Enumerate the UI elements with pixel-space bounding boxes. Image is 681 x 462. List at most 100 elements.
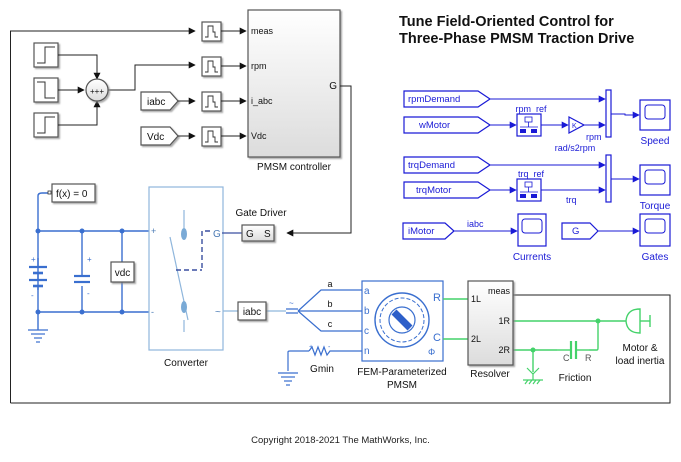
step-wires bbox=[58, 54, 196, 126]
resolver-label: Resolver bbox=[470, 369, 510, 380]
scope-gates-label: Gates bbox=[642, 252, 669, 263]
controller-port-vdc: Vdc bbox=[251, 131, 267, 141]
rpm-signal-label: rpm bbox=[586, 132, 602, 142]
scope-speed-label: Speed bbox=[641, 136, 670, 147]
rt-to-controller-wires bbox=[221, 27, 247, 140]
sum-block[interactable]: +++ bbox=[85, 78, 109, 102]
rate-transition-meas bbox=[201, 21, 222, 42]
ground-icon-dc bbox=[28, 329, 48, 343]
mech-junction-dots bbox=[530, 318, 601, 353]
gate-driver-label: Gate Driver bbox=[235, 208, 287, 219]
scope-section: rpmDemand wMotor rpm_ref K rpm rad/s2rpm… bbox=[402, 89, 671, 263]
from-trqdemand[interactable]: trqDemand bbox=[403, 156, 492, 174]
from-trqmotor[interactable]: trqMotor bbox=[403, 181, 492, 199]
copyright-text: Copyright 2018-2021 The MathWorks, Inc. bbox=[251, 435, 430, 446]
motor-label-line1: FEM-Parameterized bbox=[357, 367, 446, 378]
step-block-3[interactable] bbox=[33, 112, 59, 138]
motor-port-c-mech: C bbox=[433, 332, 441, 344]
converter-port-gate: G bbox=[213, 229, 221, 240]
gmin-label: Gmin bbox=[310, 364, 334, 375]
current-sensor-block[interactable]: iabc bbox=[237, 301, 267, 321]
solver-configuration-block[interactable]: f(x) = 0 bbox=[47, 183, 96, 203]
scope-wires[interactable] bbox=[454, 95, 640, 235]
pmsm-motor-block[interactable]: a b c n R C Φ bbox=[361, 280, 444, 362]
controller-port-rpm: rpm bbox=[251, 61, 267, 71]
from-wmotor[interactable]: wMotor bbox=[403, 116, 492, 134]
rate-transition-vdc bbox=[201, 126, 222, 147]
mechanical-ground-icon bbox=[523, 367, 543, 385]
mux-torque[interactable] bbox=[605, 154, 612, 203]
rotor-icon bbox=[391, 309, 413, 331]
step-block-2[interactable] bbox=[33, 77, 59, 103]
from-iabc-label: iabc bbox=[147, 97, 165, 108]
scope-speed[interactable] bbox=[639, 99, 671, 131]
phase-c-label: c bbox=[328, 319, 333, 329]
from-wires bbox=[178, 97, 196, 140]
mux-speed[interactable] bbox=[605, 89, 612, 138]
phase-b-label: b bbox=[327, 299, 332, 309]
from-vdc[interactable]: Vdc bbox=[140, 126, 179, 146]
from-vdc-label: Vdc bbox=[147, 132, 164, 143]
controller-port-g: G bbox=[329, 81, 337, 92]
from-g[interactable]: G bbox=[561, 222, 599, 240]
vdc-sensor-block[interactable]: vdc bbox=[110, 261, 135, 283]
step-block-1[interactable] bbox=[33, 42, 59, 68]
svg-text:K: K bbox=[572, 123, 577, 130]
flux-symbol: Φ bbox=[428, 347, 435, 357]
sum-signs: +++ bbox=[90, 87, 104, 96]
pmsm-controller-label: PMSM controller bbox=[257, 162, 332, 173]
from-imotor[interactable]: iMotor bbox=[402, 222, 455, 240]
capacitor-icon[interactable] bbox=[74, 274, 90, 284]
battery-minus: - bbox=[31, 291, 34, 300]
from-wmotor-label: wMotor bbox=[418, 120, 450, 131]
friction-label: Friction bbox=[559, 373, 592, 384]
friction-block[interactable] bbox=[557, 341, 589, 359]
from-trqmotor-label: trqMotor bbox=[416, 185, 451, 196]
resolver-port-2r: 2R bbox=[498, 345, 510, 355]
motor-port-c: c bbox=[364, 326, 369, 337]
gate-signal-wire[interactable] bbox=[286, 85, 352, 237]
from-rpmdemand[interactable]: rpmDemand bbox=[403, 90, 492, 108]
bus-selector-torque[interactable] bbox=[516, 178, 542, 202]
meas-feedback-line[interactable] bbox=[10, 27, 671, 404]
motor-port-stubs bbox=[337, 289, 362, 352]
gain-label: rad/s2rpm bbox=[555, 143, 596, 153]
gmin-resistor[interactable] bbox=[287, 345, 337, 371]
resolver-port-meas: meas bbox=[488, 286, 511, 296]
motor-port-a: a bbox=[364, 286, 370, 297]
gate-driver-port-g: G bbox=[246, 229, 254, 240]
resolver-port-1r: 1R bbox=[498, 316, 510, 326]
scope-torque[interactable] bbox=[639, 164, 671, 196]
motor-label-line2: PMSM bbox=[387, 380, 417, 391]
resolver-block[interactable]: meas 1L 2L 1R 2R bbox=[467, 280, 514, 366]
capacitor-plus: + bbox=[87, 255, 92, 264]
inertia-label-line2: load inertia bbox=[616, 356, 665, 367]
battery-plus: + bbox=[31, 255, 36, 264]
solver-label: f(x) = 0 bbox=[56, 189, 88, 200]
battery-icon[interactable] bbox=[29, 258, 47, 302]
switch-contact-bottom bbox=[181, 301, 187, 313]
converter-label: Converter bbox=[164, 358, 209, 369]
scope-torque-label: Torque bbox=[640, 201, 671, 212]
scope-currents[interactable] bbox=[517, 213, 547, 247]
gain-rad2rpm[interactable]: K bbox=[568, 116, 586, 134]
motor-port-n: n bbox=[364, 346, 370, 357]
rate-transition-blocks[interactable] bbox=[201, 21, 222, 147]
phase-wires[interactable] bbox=[286, 289, 337, 332]
converter-block[interactable]: + - G ~ bbox=[148, 186, 224, 351]
controller-port-meas: meas bbox=[251, 26, 274, 36]
inertia-label-line1: Motor & bbox=[622, 343, 657, 354]
converter-port-plus: + bbox=[151, 226, 156, 236]
from-imotor-label: iMotor bbox=[408, 226, 434, 237]
trq-ref-label: trq_ref bbox=[518, 169, 545, 179]
bus-selector-speed[interactable] bbox=[516, 113, 542, 137]
from-iabc[interactable]: iabc bbox=[140, 91, 179, 111]
gate-driver-block[interactable]: G S bbox=[222, 224, 275, 242]
inertia-block[interactable] bbox=[621, 308, 651, 334]
from-trqdemand-label: trqDemand bbox=[408, 160, 455, 171]
motor-port-r: R bbox=[433, 292, 441, 304]
scope-gates[interactable] bbox=[639, 213, 671, 247]
gate-driver-port-s: S bbox=[264, 229, 271, 240]
pmsm-controller-block[interactable]: meas rpm i_abc Vdc G bbox=[247, 9, 341, 158]
